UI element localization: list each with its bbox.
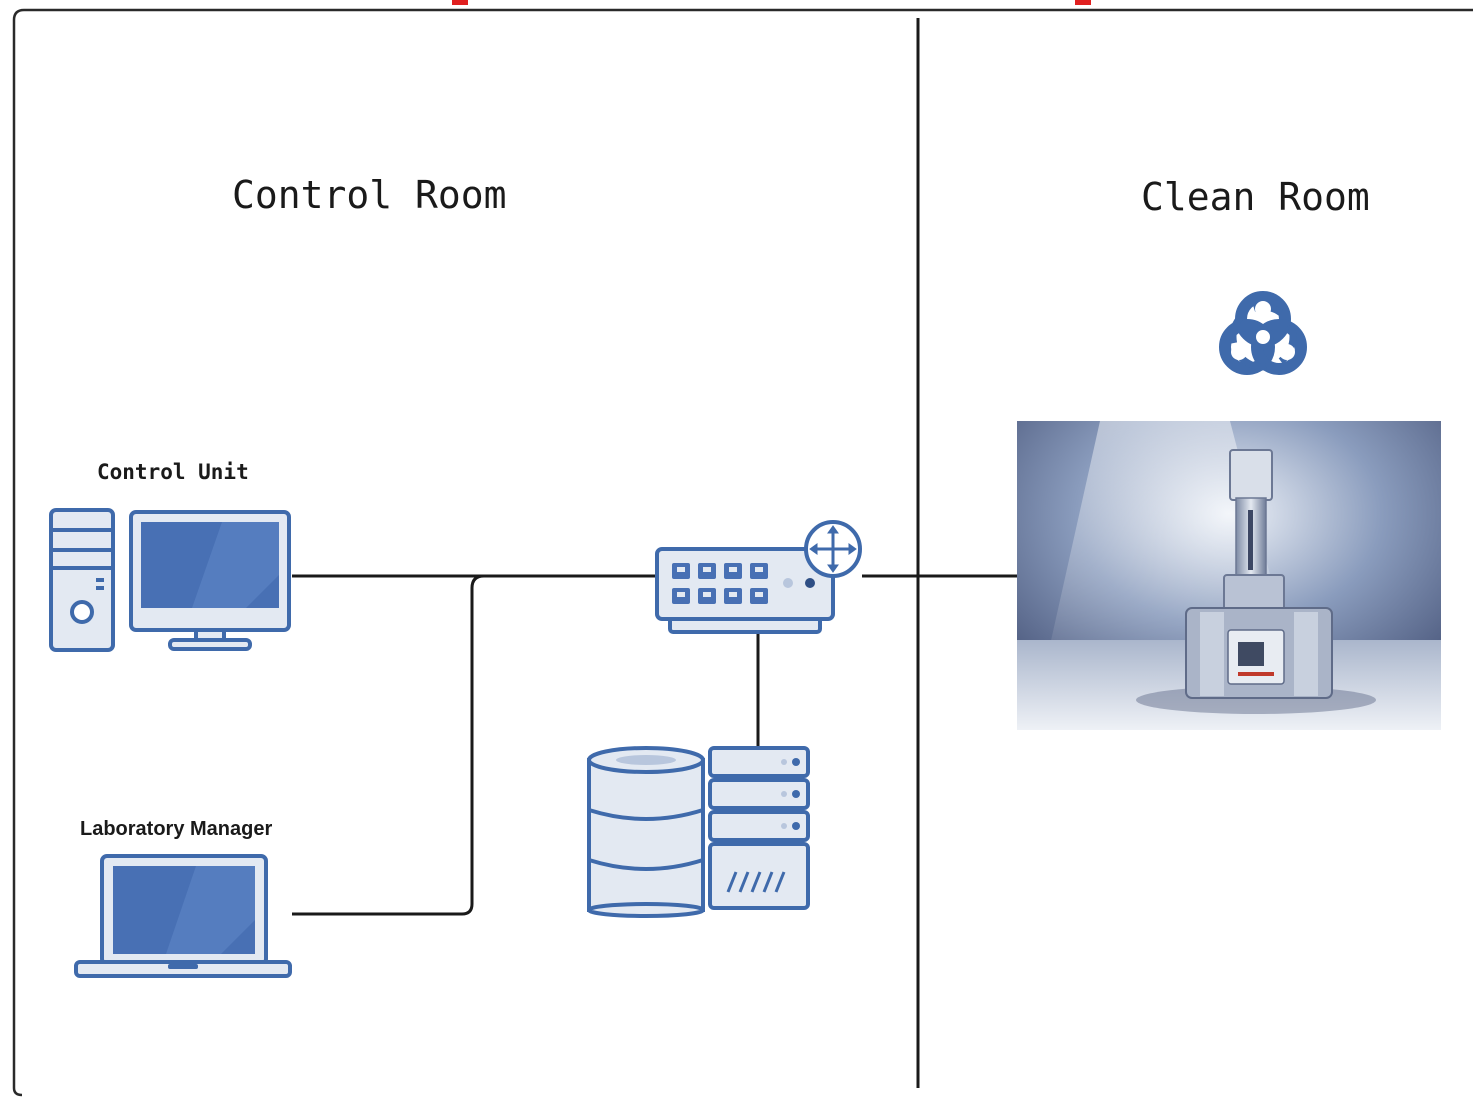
biohazard-icon [1219,291,1307,375]
database-server-icon [587,746,810,918]
lab-manager-label: Laboratory Manager [80,818,272,840]
laptop-icon [74,854,292,978]
control-unit-label: Control Unit [97,460,249,484]
data-storage[interactable] [587,746,810,918]
connections [292,574,1018,916]
header-accent [452,0,1091,5]
lab-manager[interactable]: Laboratory Manager [74,818,292,978]
control-unit[interactable]: Control Unit [49,460,291,652]
network-switch-router-icon [655,520,862,634]
diagram-frame [12,8,1473,1097]
lab-instrument[interactable] [1017,421,1441,730]
network-router[interactable] [655,520,862,634]
desktop-computer-icon [49,508,291,652]
clean-room-title: Clean Room [1141,175,1370,219]
laboratory-instrument-photo [1017,421,1441,730]
control-room-title: Control Room [232,173,507,217]
wire-laptop-router [292,574,485,916]
